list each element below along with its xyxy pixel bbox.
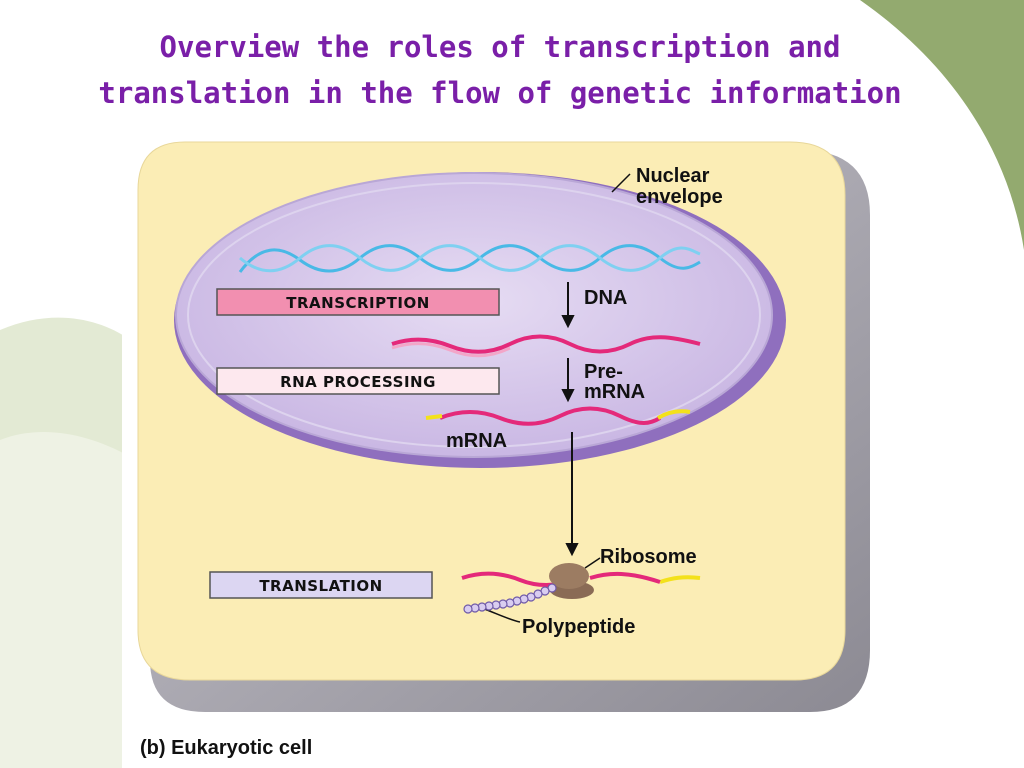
- mrna-label: mRNA: [446, 430, 507, 452]
- polypeptide-label: Polypeptide: [522, 616, 635, 638]
- translation-box: [209, 571, 433, 599]
- rna-processing-label: RNA PROCESSING: [280, 373, 436, 391]
- ribosome-leader: [584, 557, 601, 569]
- dna-label: DNA: [584, 287, 627, 309]
- top-right-green-swoosh: [860, 0, 1024, 250]
- slide-title-line-2: translation in the flow of genetic infor…: [98, 76, 902, 110]
- pre-mrna-strand: [391, 334, 701, 354]
- transcription-label: TRANSCRIPTION: [286, 294, 430, 312]
- polypeptide-chain: [463, 583, 557, 614]
- translation-mrna-right: [589, 571, 661, 584]
- mrna-5-cap: [425, 414, 443, 420]
- left-light-swoosh-inner: [0, 431, 150, 768]
- flow-arrows: [561, 282, 579, 557]
- nuclear-envelope-label-line-1: Nuclear: [636, 165, 710, 187]
- nuclear-envelope-label-line-2: envelope: [636, 186, 723, 208]
- pre-mrna-strand-light: [391, 342, 511, 358]
- nuclear-envelope-leader: [611, 173, 631, 193]
- dna-helix: [238, 244, 701, 273]
- mrna-poly-a-tail: [656, 409, 691, 420]
- translation-mrna-tail: [659, 575, 701, 584]
- ribosome-label: Ribosome: [600, 546, 697, 568]
- nuclear-envelope-inner-line: [187, 182, 761, 448]
- translation-label: TRANSLATION: [259, 577, 382, 595]
- pre-mrna-label-line-2: mRNA: [584, 381, 645, 403]
- transcription-box: [216, 288, 500, 316]
- mrna-strand: [439, 406, 662, 426]
- slide-title-line-1: Overview the roles of transcription and: [159, 30, 841, 64]
- pre-mrna-label-line-1: Pre-: [584, 361, 623, 383]
- ribosome-large-subunit: [549, 563, 589, 589]
- figure-caption: (b) Eukaryotic cell: [140, 737, 312, 759]
- rna-processing-box: [216, 367, 500, 395]
